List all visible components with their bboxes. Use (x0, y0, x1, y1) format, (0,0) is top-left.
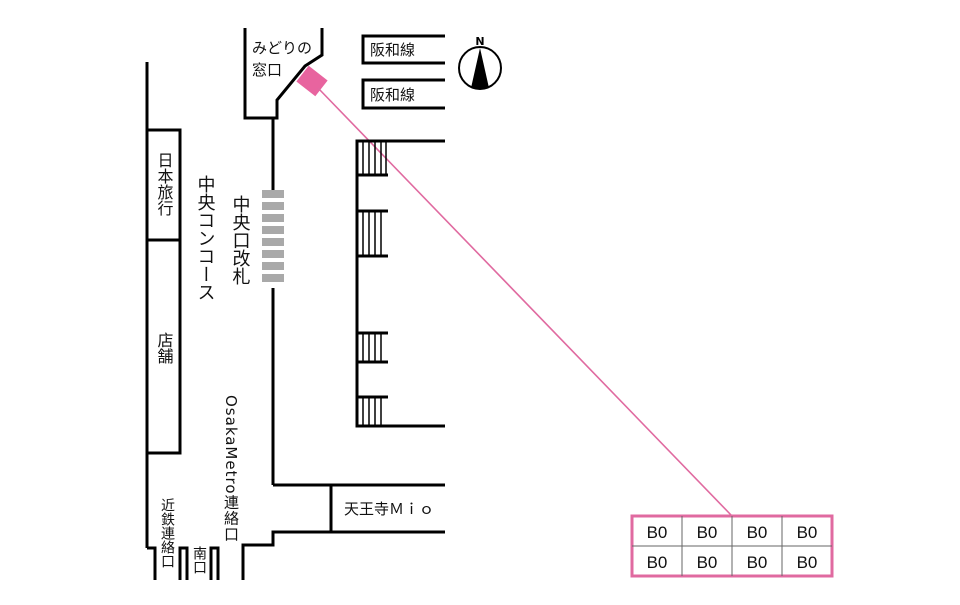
ticket-gates (262, 190, 284, 282)
ticket-gate (262, 226, 284, 234)
shop-box (147, 238, 182, 455)
ticket-gate (262, 238, 284, 246)
ticket-gate (262, 274, 284, 282)
midori-label-1: みどりの (252, 39, 312, 57)
table-cell: B0 (747, 553, 768, 572)
table-cell: B0 (697, 553, 718, 572)
table-cell: B0 (747, 523, 768, 542)
stairs-3 (357, 331, 388, 364)
north-compass-icon: N (458, 35, 502, 90)
callout-leader-line (317, 87, 733, 517)
table-cell: B0 (797, 523, 818, 542)
hanwa-line-label-2: 阪和線 (370, 86, 415, 104)
callout-table: B0 B0 B0 B0 B0 B0 B0 B0 (630, 514, 834, 578)
table-cell: B0 (647, 553, 668, 572)
ticket-gate (262, 250, 284, 258)
table-cell: B0 (797, 553, 818, 572)
stairs-1 (357, 141, 388, 177)
shop-label: 店舗 (155, 332, 174, 364)
compass-n-label: N (475, 35, 484, 48)
kintetsu-exit-left (147, 546, 157, 580)
stairs-2 (357, 209, 388, 258)
tennoji-mio-label: 天王寺Ｍｉｏ (344, 500, 434, 518)
midori-label-2: 窓口 (252, 61, 282, 79)
table-cell: B0 (647, 523, 668, 542)
hanwa-platform-2 (361, 78, 445, 110)
osaka-metro-link-label: OsakaMetro連絡口 (222, 395, 240, 543)
stairs-4 (357, 395, 388, 426)
exit-divider-1 (178, 546, 189, 580)
hanwa-platform-1 (361, 34, 445, 65)
hanwa-line-label-1: 阪和線 (370, 41, 415, 59)
table-cell: B0 (697, 523, 718, 542)
kintetsu-link-label: 近鉄連絡口 (159, 498, 175, 568)
ticket-gate (262, 202, 284, 210)
ticket-gate (262, 262, 284, 270)
midori-office-outline (243, 28, 324, 120)
platform-block (355, 139, 445, 428)
ticket-gate (262, 190, 284, 198)
nihon-ryoko-label: 日本旅行 (155, 152, 174, 217)
mio-bottom-wall (241, 530, 445, 580)
ticket-gate (262, 214, 284, 222)
central-concourse-label: 中央コンコース (195, 175, 216, 301)
south-exit-label: 南口 (191, 546, 207, 574)
exit-divider-2 (209, 546, 220, 580)
central-gate-label: 中央口改札 (230, 195, 251, 285)
highlight-marker[interactable] (296, 65, 328, 97)
